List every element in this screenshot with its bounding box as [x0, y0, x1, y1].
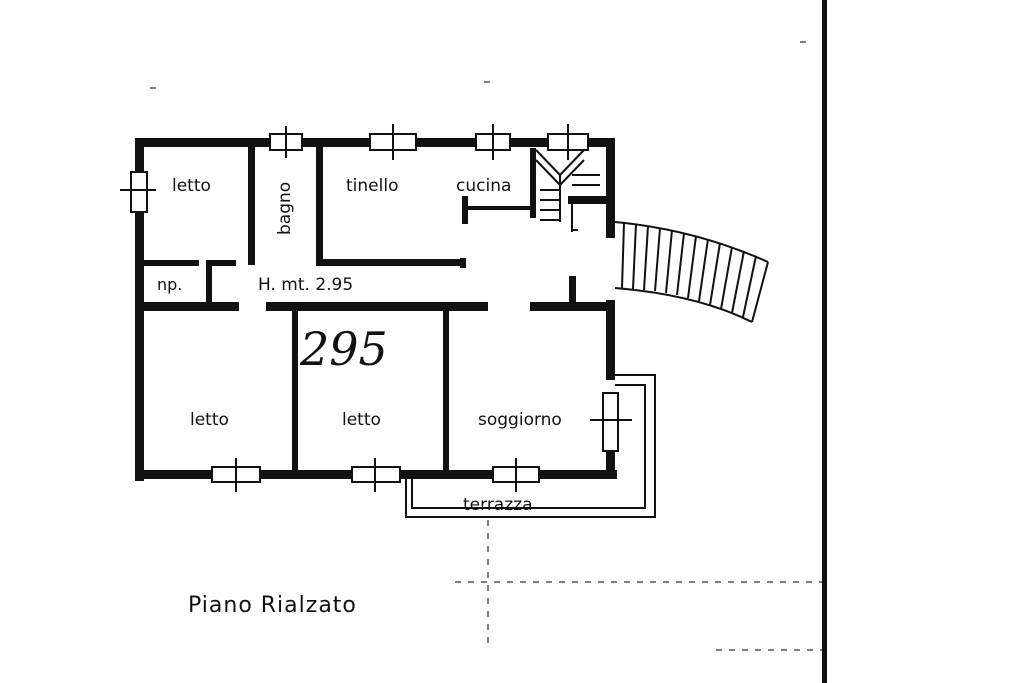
room-label-terrazza: terrazza: [463, 495, 533, 515]
interior-stair: [535, 149, 600, 232]
terrace-outline: [405, 374, 656, 518]
windows: [120, 124, 632, 492]
room-label-letto-left: letto: [190, 410, 229, 430]
room-label-soggiorno: soggiorno: [478, 410, 562, 430]
construction-lines: [150, 41, 822, 651]
room-label-cucina: cucina: [456, 176, 511, 196]
room-label-np: np.: [157, 275, 182, 294]
floor-title: Piano Rialzato: [188, 593, 357, 618]
sheet-border-line: [822, 0, 827, 683]
handwritten-height: 295: [299, 322, 388, 376]
room-label-letto-mid: letto: [342, 410, 381, 430]
room-label-tinello: tinello: [346, 176, 398, 196]
room-label-letto-top: letto: [172, 176, 211, 196]
interior-walls: [144, 147, 615, 471]
room-label-bagno: bagno: [275, 182, 295, 235]
ceiling-height-note: H. mt. 2.95: [258, 275, 353, 295]
exterior-curved-stair: [614, 221, 769, 323]
